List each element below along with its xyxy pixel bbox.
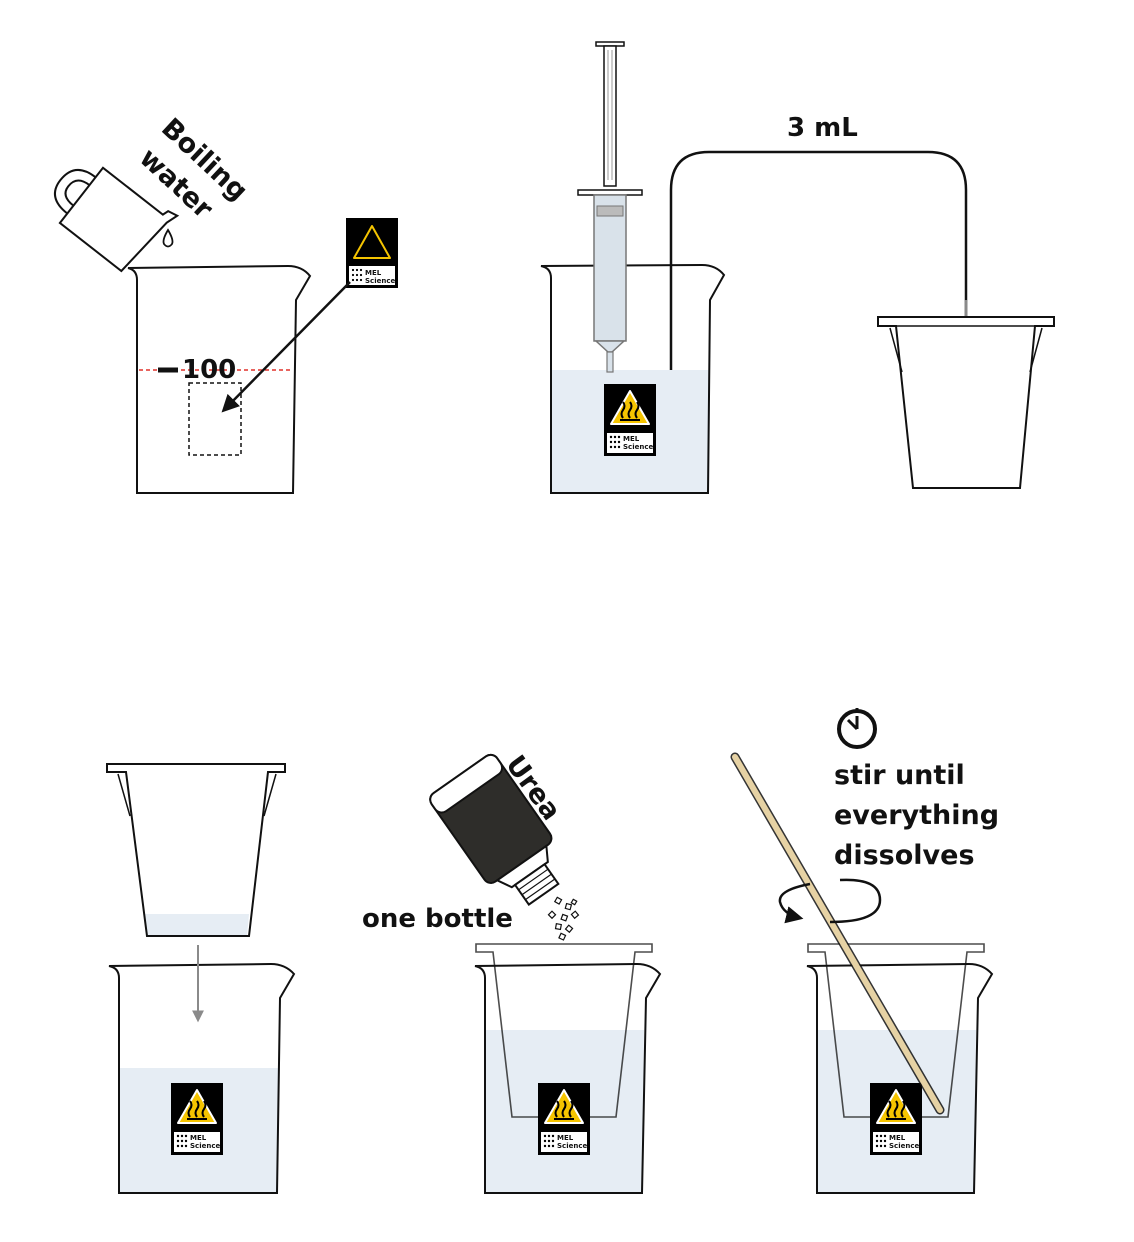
sticker-placeholder — [188, 382, 242, 456]
beaker — [127, 264, 312, 494]
step-4-add-urea: MEL Science Urea one bottle — [362, 750, 662, 1194]
cup-liquid — [145, 914, 249, 936]
beaker — [806, 962, 994, 1194]
beaker — [108, 962, 296, 1194]
sticker-brand-2: Science — [557, 1142, 587, 1150]
tube-icon — [669, 150, 968, 370]
arrow-icon — [221, 281, 351, 413]
volume-label: 3 mL — [787, 113, 858, 143]
inner-cup — [475, 943, 653, 1118]
hot-surface-warning-icon: MEL Science — [537, 1082, 591, 1156]
syringe-icon — [577, 41, 643, 373]
inner-cup — [807, 943, 985, 1118]
stirring-stick-fill — [732, 754, 943, 1113]
sticker-brand-2: Science — [365, 277, 395, 285]
step-3-pour: MEL Science — [106, 763, 296, 1194]
sticker-brand-1: MEL — [557, 1134, 574, 1142]
hot-surface-warning-icon: MEL Science — [603, 383, 657, 457]
rotate-arrow-icon — [829, 878, 882, 924]
mark-100-label: 100 — [182, 355, 236, 385]
sticker-icon: MEL Science — [346, 218, 398, 288]
sticker-brand-1: MEL — [365, 269, 382, 277]
cup — [877, 316, 1055, 489]
sticker-brand-1: MEL — [623, 435, 640, 443]
stir-label-line-2: everything — [834, 800, 999, 831]
hot-surface-warning-icon: MEL Science — [170, 1082, 224, 1156]
beaker — [474, 962, 662, 1194]
granules-icon — [547, 896, 580, 941]
sticker-brand-1: MEL — [889, 1134, 906, 1142]
sticker-brand-2: Science — [623, 443, 653, 451]
beaker — [540, 263, 726, 494]
sticker-brand-2: Science — [889, 1142, 919, 1150]
stir-label-line-3: dissolves — [834, 840, 975, 871]
bottle-icon — [429, 753, 560, 906]
hot-surface-warning-icon: MEL Science — [869, 1082, 923, 1156]
step-5-stir: MEL Science stir until everything dissol… — [730, 708, 999, 1194]
drop-icon — [162, 228, 174, 248]
step-1-boiling-water: 100 MEL Science Boiling water — [53, 112, 398, 494]
step-2-measure-3ml: MEL Science 3 mL — [540, 41, 1055, 494]
sticker-brand-1: MEL — [190, 1134, 207, 1142]
stir-label-line-1: stir until — [834, 760, 965, 791]
sticker-brand-2: Science — [190, 1142, 220, 1150]
jug-icon — [53, 166, 180, 273]
timer-icon — [837, 708, 877, 749]
one-bottle-label: one bottle — [362, 904, 513, 934]
cup — [106, 763, 286, 937]
